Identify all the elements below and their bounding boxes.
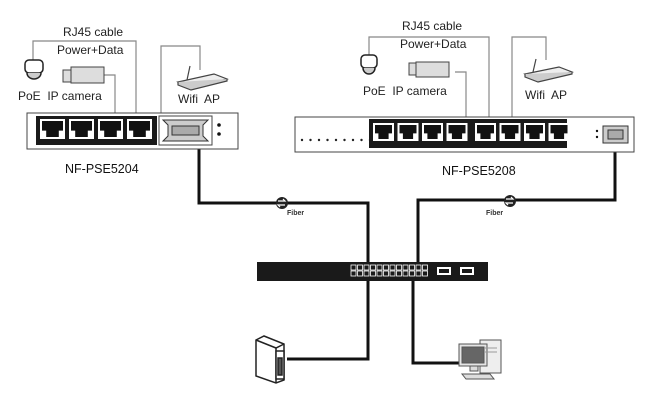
status-led <box>317 138 321 142</box>
left-rj45-port <box>40 119 65 139</box>
right-rj45-cable-label: RJ45 cable <box>402 19 463 33</box>
core-switch-port <box>363 264 370 271</box>
core-switch-port <box>396 264 402 271</box>
core-switch-port <box>383 270 389 277</box>
right-rj45-port <box>446 123 468 141</box>
core-switch-port <box>396 270 402 277</box>
right-fiber-converter-icon <box>504 195 516 207</box>
status-led <box>343 138 346 142</box>
right-poe-switch <box>294 116 635 153</box>
core-switch-port <box>422 264 428 271</box>
right-wifi-ap-icon <box>523 58 575 83</box>
left-camera-label: PoE IP camera <box>18 89 102 103</box>
core-switch-port <box>402 264 409 271</box>
right-bullet-cable <box>455 71 467 117</box>
left-dome-cable <box>32 40 137 113</box>
server-tower-icon <box>255 335 285 384</box>
status-led <box>309 138 312 142</box>
left-fiber-label: Fiber <box>287 210 305 217</box>
status-led <box>351 138 355 142</box>
left-rj45-port <box>69 119 94 139</box>
core-switch-port <box>383 264 389 271</box>
left-wifi-ap-icon <box>176 65 229 91</box>
core-switch <box>257 262 488 281</box>
left-rj45-port <box>98 119 123 139</box>
core-switch-port <box>409 270 415 277</box>
right-bullet-camera-icon <box>408 61 450 78</box>
desktop-computer-icon <box>458 339 502 380</box>
status-led <box>326 138 329 142</box>
right-switch-model: NF-PSE5208 <box>442 164 516 178</box>
core-switch-port <box>370 270 376 277</box>
right-power-data-label: Power+Data <box>400 37 467 51</box>
core-switch-port <box>402 270 409 277</box>
core-switch-port <box>415 270 422 277</box>
core-switch-port <box>370 264 376 271</box>
server-line <box>287 280 370 361</box>
right-rj45-port <box>422 123 443 141</box>
left-poe-switch <box>26 112 239 150</box>
status-led <box>300 138 304 142</box>
left-ap-cable <box>160 45 201 113</box>
core-switch-port <box>415 264 422 271</box>
core-switch-port <box>422 270 428 277</box>
core-switch-port <box>389 264 396 271</box>
core-switch-port <box>376 270 383 277</box>
core-switch-port <box>350 264 357 271</box>
core-switch-port <box>409 264 415 271</box>
left-fiber-converter-icon <box>276 197 288 209</box>
core-switch-port <box>357 264 363 271</box>
left-ap-label: Wifi AP <box>178 92 221 106</box>
left-bullet-camera-icon <box>62 66 105 84</box>
left-power-data-label: Power+Data <box>57 43 124 57</box>
right-dome-cable <box>368 36 490 117</box>
left-rj45-cable-label: RJ45 cable <box>63 25 124 39</box>
status-led <box>334 138 338 142</box>
left-rj45-port <box>127 119 152 139</box>
core-switch-port <box>350 270 357 277</box>
right-dome-camera-icon <box>360 54 378 75</box>
right-rj45-port <box>499 123 521 141</box>
left-dome-camera-icon <box>24 59 44 80</box>
core-switch-port <box>363 270 370 277</box>
status-led <box>360 138 363 142</box>
right-rj45-port <box>475 123 496 141</box>
right-rj45-port <box>397 123 419 141</box>
core-switch-port <box>357 270 363 277</box>
right-camera-label: PoE IP camera <box>363 84 447 98</box>
right-rj45-port <box>373 123 394 141</box>
core-switch-port <box>389 270 396 277</box>
right-rj45-port <box>524 123 545 141</box>
right-ap-label: Wifi AP <box>525 88 568 102</box>
right-rj45-port <box>548 123 570 141</box>
left-bullet-cable <box>104 74 116 113</box>
left-switch-model: NF-PSE5204 <box>65 162 139 176</box>
right-fiber-line <box>416 148 617 262</box>
pc-line <box>411 280 460 365</box>
right-ap-cable <box>511 36 547 117</box>
right-fiber-label: Fiber <box>486 210 504 217</box>
core-switch-port <box>376 264 383 271</box>
